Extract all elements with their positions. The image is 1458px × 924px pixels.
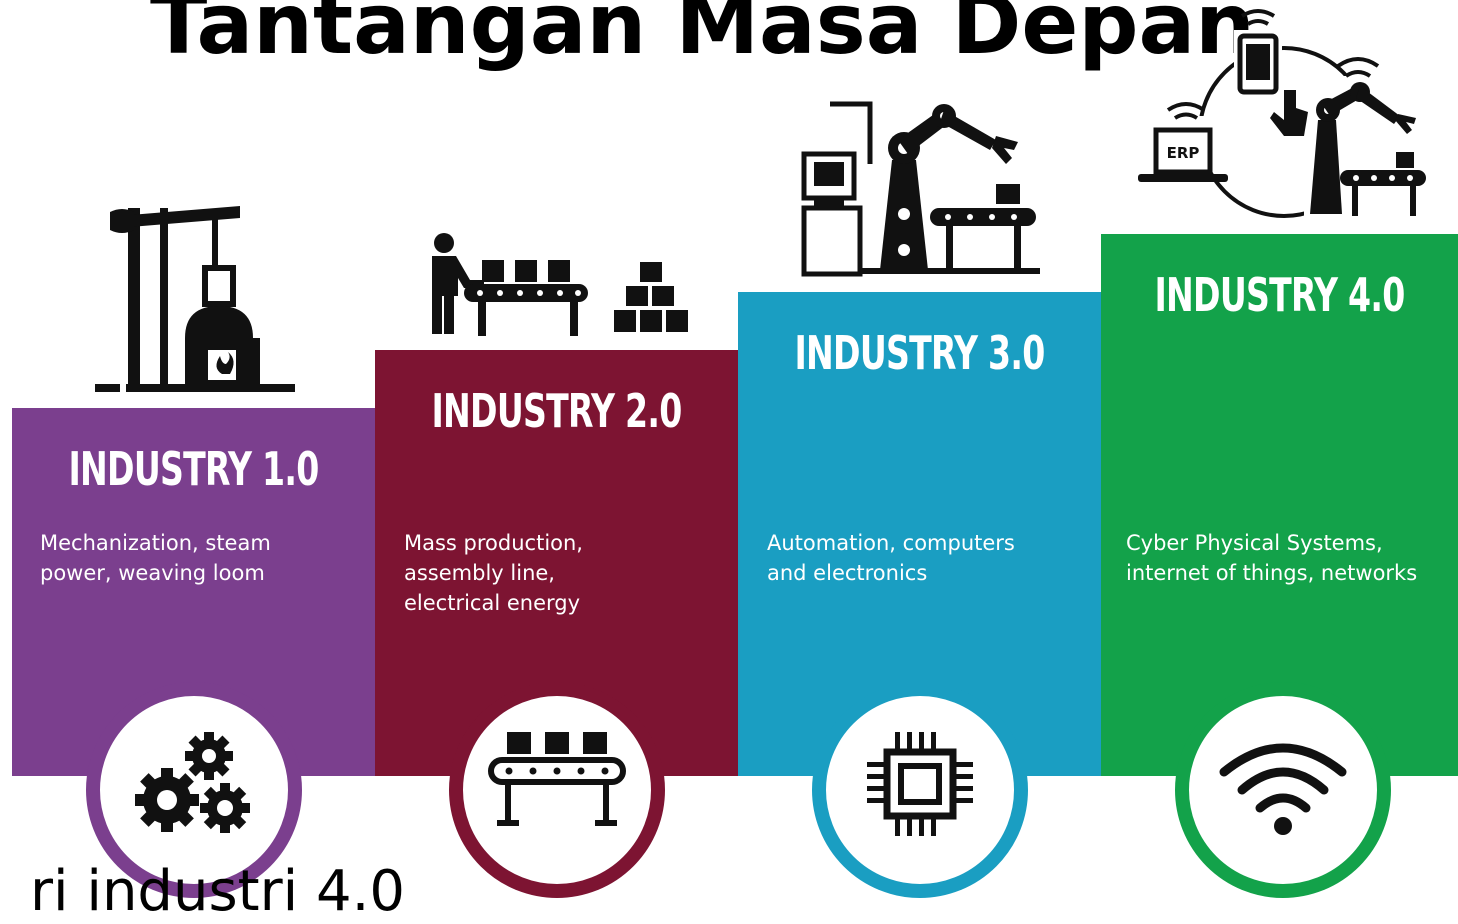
industry-3-description: Automation, computers and electronics: [767, 531, 1015, 585]
slide-title: Tantangan Masa Depan: [150, 0, 1255, 73]
industry-3-icon-circle: [812, 682, 1028, 898]
industry-2-description: Mass production, assembly line, electric…: [404, 531, 583, 615]
industry-1-title: INDUSTRY 1.0: [68, 442, 319, 496]
industry-3-title: INDUSTRY 3.0: [794, 326, 1045, 380]
wifi-icon: [1219, 743, 1347, 835]
industry-2-title: INDUSTRY 2.0: [431, 384, 682, 438]
industry-4-block: INDUSTRY 4.0 Cyber Physical Systems, int…: [1101, 234, 1458, 776]
industry-1-description: Mechanization, steam power, weaving loom: [40, 531, 271, 585]
industry-2-icon-circle: [449, 682, 665, 898]
industry-4-description: Cyber Physical Systems, internet of thin…: [1126, 531, 1418, 585]
conveyor-icon: [488, 732, 626, 826]
industry-4-icon-circle: [1175, 682, 1391, 898]
industry-4-title: INDUSTRY 4.0: [1154, 268, 1405, 322]
assembly-worker-illustration: [432, 233, 688, 336]
slide-caption: ri industri 4.0: [30, 859, 406, 924]
iot-network-illustration: ERP: [1138, 9, 1426, 222]
robot-arm-illustration: [801, 101, 1040, 277]
erp-label: ERP: [1167, 144, 1200, 162]
chip-icon: [867, 732, 973, 836]
oil-pump-illustration: [95, 206, 295, 392]
gears-icon: [135, 732, 250, 833]
